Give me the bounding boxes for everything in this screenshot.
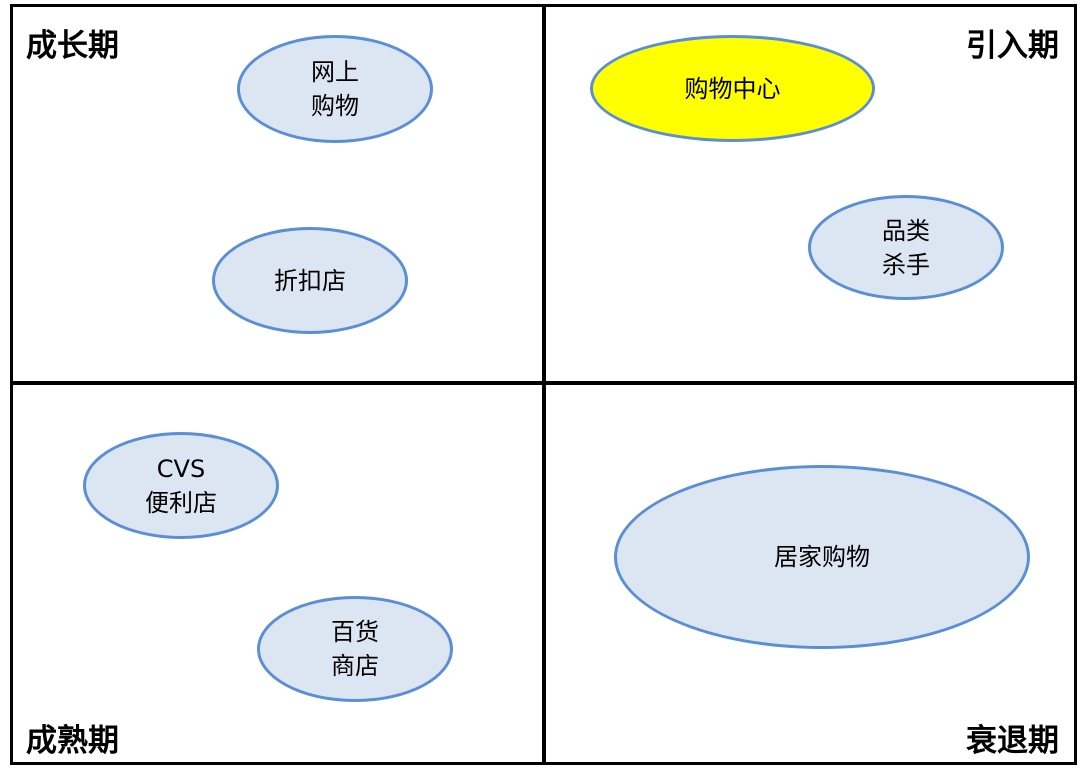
quadrant-decline — [542, 381, 1077, 765]
ellipse-online-shopping: 网上购物 — [237, 35, 433, 143]
ellipse-discount-store: 折扣店 — [212, 227, 408, 334]
item-text: CVS — [156, 454, 206, 483]
ellipse-cvs: CVS 便利店 — [83, 432, 279, 539]
ellipse-home-shopping: 居家购物 — [614, 465, 1030, 649]
label-maturity: 成熟期 — [26, 723, 119, 759]
item-text: 购物 — [311, 92, 359, 120]
label-decline: 衰退期 — [966, 723, 1059, 759]
item-text: 商店 — [331, 652, 379, 680]
ellipse-shopping-center: 购物中心 — [590, 35, 875, 142]
item-text: 折扣店 — [274, 266, 346, 295]
quadrant-maturity — [10, 381, 546, 765]
item-text: 杀手 — [882, 250, 930, 279]
label-growth: 成长期 — [26, 28, 119, 64]
item-text: 百货 — [331, 618, 379, 646]
ellipse-department-store: 百货商店 — [257, 596, 453, 702]
item-text: 居家购物 — [774, 543, 870, 571]
item-text: 便利店 — [145, 488, 217, 517]
item-text: 购物中心 — [684, 74, 781, 103]
item-text: 品类 — [882, 216, 930, 245]
label-introduction: 引入期 — [966, 28, 1059, 64]
ellipse-category-killer: 品类杀手 — [808, 195, 1004, 300]
item-text: 网上 — [311, 58, 359, 86]
